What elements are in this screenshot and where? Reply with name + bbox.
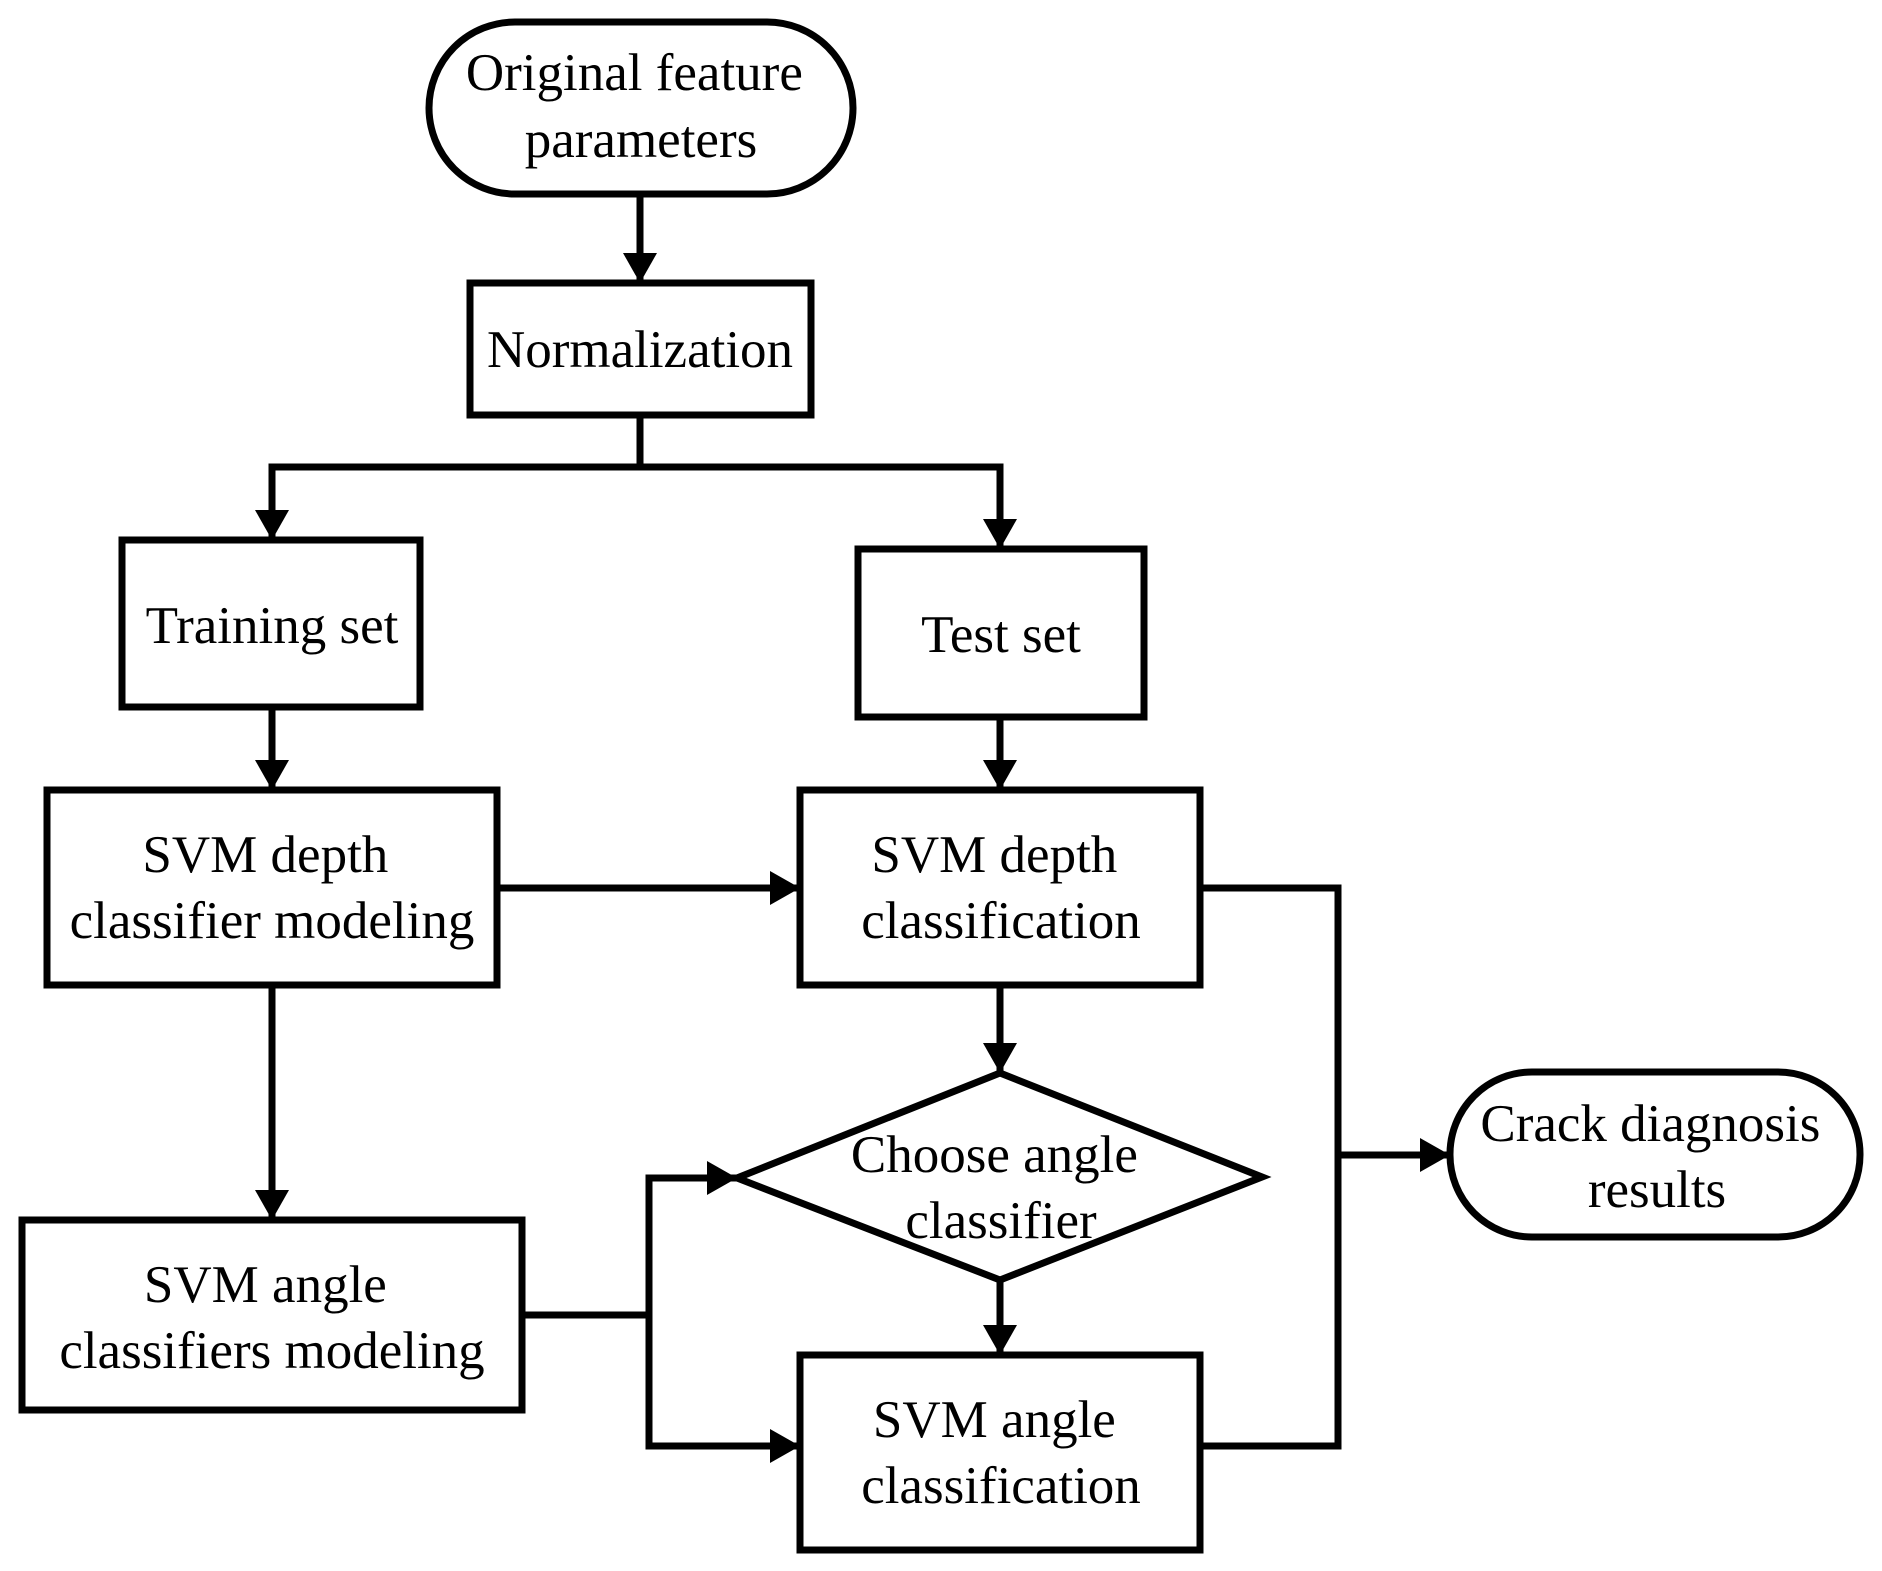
edge-normalization-to-training xyxy=(255,415,644,540)
node-normalization-label: Normalization xyxy=(487,321,793,379)
svg-text:SVM angle classification: SVM angle classification xyxy=(861,1391,1141,1515)
node-svm-depth-classifier-modeling: SVM depth classifier modeling xyxy=(43,786,501,989)
svg-text:Normalization: Normalization xyxy=(487,321,793,379)
node-choose-line-2: classifier xyxy=(905,1192,1097,1250)
node-choose-angle-classifier: Choose angle classifier xyxy=(727,1069,1272,1284)
node-angle-class-line-1: SVM angle xyxy=(873,1391,1116,1449)
node-angle-class-line-2: classification xyxy=(861,1457,1141,1515)
svg-text:SVM depth classification: SVM depth classification xyxy=(861,826,1141,950)
node-test-set-label: Test set xyxy=(921,606,1081,664)
svg-text:Crack diagnosis results: Crack diagnosis results xyxy=(1480,1095,1833,1219)
node-crack-diagnosis-results: Crack diagnosis results xyxy=(1446,1068,1864,1241)
svg-text:SVM angle classifiers mo: SVM angle classifiers modeling xyxy=(59,1256,484,1380)
node-depth-class-line-2: classification xyxy=(861,892,1141,950)
svg-text:SVM depth classifier mod: SVM depth classifier modeling xyxy=(70,826,475,950)
svg-text:Training set: Training set xyxy=(146,597,399,655)
node-depth-model-line-2: classifier modeling xyxy=(70,892,475,950)
edge-depth-class-to-results xyxy=(1200,884,1342,1450)
edge-angle-model-to-angle-class xyxy=(645,1315,800,1463)
node-results-line-2: results xyxy=(1588,1161,1726,1219)
node-depth-model-line-1: SVM depth xyxy=(142,826,388,884)
node-angle-model-line-1: SVM angle xyxy=(144,1256,387,1314)
node-original-line-2: parameters xyxy=(525,111,757,169)
edge-normalization-to-test xyxy=(640,463,1017,549)
svg-text:Test set: Test set xyxy=(921,606,1081,664)
node-original-line-1: Original feature xyxy=(466,44,803,102)
node-training-set: Training set xyxy=(118,536,424,711)
node-results-line-1: Crack diagnosis xyxy=(1480,1095,1820,1153)
svg-text:Original feature paramet: Original feature parameters xyxy=(466,44,816,169)
node-svm-depth-classification: SVM depth classification xyxy=(796,786,1204,989)
node-svm-angle-classifiers-modeling: SVM angle classifiers modeling xyxy=(18,1216,526,1414)
node-svm-angle-classification: SVM angle classification xyxy=(796,1351,1204,1554)
node-angle-model-line-2: classifiers modeling xyxy=(59,1322,484,1380)
node-training-set-label: Training set xyxy=(146,597,399,655)
node-original-feature-parameters: Original feature parameters xyxy=(425,18,857,198)
node-choose-line-1: Choose angle xyxy=(851,1126,1138,1184)
node-normalization: Normalization xyxy=(466,279,815,419)
node-test-set: Test set xyxy=(854,545,1148,721)
node-depth-class-line-1: SVM depth xyxy=(871,826,1117,884)
svg-text:Choose angle classifier: Choose angle classifier xyxy=(851,1126,1151,1250)
edge-angle-model-to-choose xyxy=(522,1161,737,1319)
